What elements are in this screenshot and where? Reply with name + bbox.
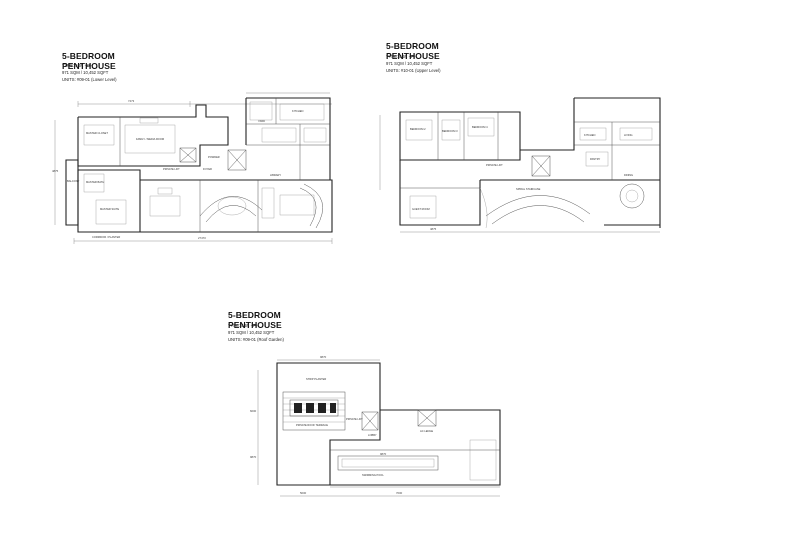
sheet-title: 5-BEDROOM PENTHOUSE: [62, 51, 116, 71]
room-label: POWDER: [208, 155, 220, 159]
dimension-label: 27470: [198, 236, 206, 240]
room-label: BALCONY: [67, 179, 80, 183]
sheet-meta: TYPE: 5BR - PH 971 SQM / 10,452 SQFT UNI…: [228, 322, 284, 343]
unit-type: TYPE: 5BR - PH: [228, 323, 259, 328]
room-label: LIBRARY: [270, 173, 281, 177]
room-label: GUEST ROOM: [412, 207, 430, 211]
room-label: DINING: [624, 173, 633, 177]
unit-number: UNITS: #10-01 (Upper Level): [386, 68, 441, 73]
room-label: KITCHEN: [584, 133, 596, 137]
room-label: BEDROOM 3: [442, 129, 458, 133]
dimension-label: 5000: [300, 491, 307, 495]
room-label: BEDROOM 2: [410, 127, 426, 131]
dimension-label: 7473: [128, 99, 135, 103]
sheet-meta: TYPE: 5BR - PH 971 SQM / 10,452 SQFT UNI…: [62, 62, 116, 83]
dimension-label: 9870: [250, 455, 257, 459]
room-label: PRIVATE LIFT: [346, 417, 363, 421]
room-label: MASTER CLOSET: [86, 131, 108, 135]
unit-area: 971 SQM / 10,452 SQFT: [228, 330, 275, 335]
room-label: SPIRAL STAIRCASE: [516, 187, 541, 191]
unit-number: UNITS: #09-01 (Roof Garden): [228, 337, 284, 342]
room-label: AC LEDGE: [420, 429, 433, 433]
dimension-label: 7000: [396, 491, 403, 495]
dimension-label: 4875: [52, 169, 59, 173]
room-label: PRIVATE ROOF TERRACE: [296, 423, 328, 427]
sheet-title: 5-BEDROOM PENTHOUSE: [386, 41, 440, 61]
room-label: FAMILY / MEDIA ROOM: [136, 137, 164, 141]
dimension-label: 9870: [380, 452, 387, 456]
sheet-title: 5-BEDROOM PENTHOUSE: [228, 310, 282, 330]
room-label: PANTRY: [590, 157, 601, 161]
unit-area: 971 SQM / 10,452 SQFT: [62, 70, 109, 75]
room-label: MASTER SUITE: [100, 207, 119, 211]
room-label: CORRIDOR / PLANTER: [92, 235, 120, 239]
dimension-label: 6000: [250, 409, 257, 413]
unit-type: TYPE: 5BR - PH: [62, 63, 93, 68]
unit-area: 971 SQM / 10,452 SQFT: [386, 61, 433, 66]
room-label: LIVING: [624, 133, 633, 137]
room-label: STRIP PLANTER: [306, 377, 326, 381]
room-label: BEDROOM 4: [472, 125, 488, 129]
room-label: SWIMMING POOL: [362, 473, 384, 477]
room-label: LOBBY: [368, 433, 377, 437]
room-label: KITCHEN: [292, 109, 304, 113]
unit-type: TYPE: 5BR - PH: [386, 54, 417, 59]
room-label: YARD: [258, 119, 265, 123]
room-label: PRIVATE LIFT: [486, 163, 503, 167]
room-label: MASTER BATH: [86, 180, 104, 184]
dimension-label: 9870: [320, 355, 327, 359]
sheet-meta: TYPE: 5BR - PH 971 SQM / 10,452 SQFT UNI…: [386, 53, 440, 74]
room-label: PRIVATE LIFT: [163, 167, 180, 171]
room-label: FOYER: [203, 167, 212, 171]
unit-number: UNITS: #09-01 (Lower Level): [62, 77, 117, 82]
dimension-label: 4875: [430, 227, 437, 231]
